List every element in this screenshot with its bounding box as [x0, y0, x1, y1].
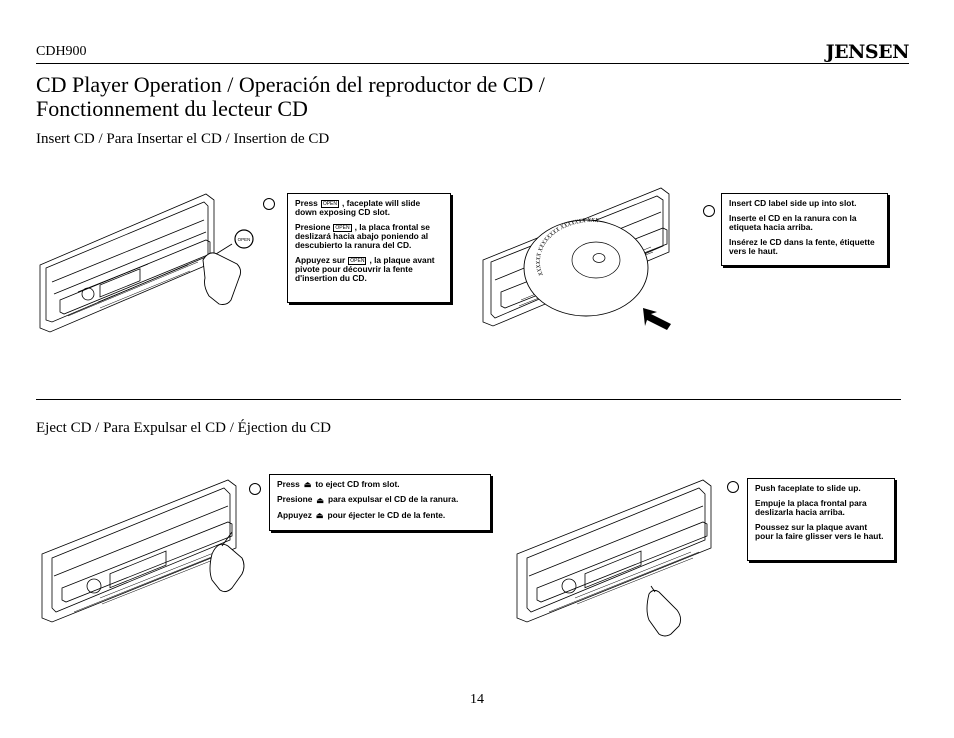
insert-step1-fr-post: , la plaque avant pivote pour découvrir …	[295, 255, 435, 283]
insert-step1-en-post: , faceplate will slide down exposing CD …	[295, 198, 421, 217]
eject-step1-es-post: para expulsar el CD de la ranura.	[327, 494, 459, 505]
eject-step2-en: Push faceplate to slide up.	[755, 483, 861, 493]
page-number: 14	[470, 692, 484, 707]
open-button-icon: OPEN	[234, 229, 254, 249]
eject-step1-fr-post: pour éjecter le CD de la fente.	[327, 509, 446, 520]
svg-text:OPEN: OPEN	[238, 237, 251, 242]
stereo-push-faceplate-illustration	[516, 479, 712, 637]
insert-step1-es-post: , la placa frontal se deslizará hacia ab…	[295, 222, 430, 250]
eject-icon: ⏏	[316, 495, 324, 505]
eject-step2-es: Empuje la placa frontal para deslizarla …	[755, 498, 867, 517]
cd-disc: XXXXXX XXXXXXXX XXXXXXX XXX	[523, 218, 649, 317]
step-2-marker-insert	[703, 205, 715, 217]
title-line-1: CD Player Operation / Operación del repr…	[36, 72, 545, 97]
eject-step1-instructions: Press⏏to eject CD from slot. Presione⏏pa…	[269, 474, 491, 531]
eject-step1-en-post: to eject CD from slot.	[315, 479, 400, 489]
eject-cd-heading: Eject CD / Para Expulsar el CD / Éjectio…	[36, 420, 331, 436]
stereo-faceplate-open-illustration: OPEN	[39, 193, 254, 333]
eject-step1-fr-pre: Appuyez	[277, 509, 312, 520]
eject-step2-fr: Poussez sur la plaque avant pour la fair…	[755, 522, 884, 541]
eject-step1-en-pre: Press	[277, 479, 300, 489]
brand-logo: JENSEN	[825, 41, 910, 63]
header-rule	[36, 63, 909, 64]
stereo-eject-illustration	[41, 479, 245, 623]
step-2-marker-eject	[727, 481, 739, 493]
title-line-2: Fonctionnement du lecteur CD	[36, 96, 308, 121]
step-1-marker-eject	[249, 483, 261, 495]
eject-step1-es-pre: Presione	[277, 494, 313, 505]
insert-cd-heading: Insert CD / Para Insertar el CD / Insert…	[36, 131, 330, 147]
insert-step2-en: Insert CD label side up into slot.	[729, 198, 857, 208]
step-1-marker-insert	[263, 198, 275, 210]
insert-step1-fr-pre: Appuyez sur	[295, 255, 346, 265]
insert-step1-es-pre: Presione	[295, 222, 331, 232]
section-divider	[36, 399, 901, 400]
page-title: CD Player Operation / Operación del repr…	[36, 73, 636, 121]
insert-direction-arrow-icon	[643, 308, 671, 330]
insert-step2-es: Inserte el CD en la ranura con la etique…	[729, 213, 857, 232]
model-number: CDH900	[36, 44, 87, 59]
eject-icon: ⏏	[303, 480, 312, 490]
eject-step2-instructions: Push faceplate to slide up. Empuje la pl…	[747, 478, 895, 561]
eject-icon: ⏏	[315, 510, 324, 520]
cd-insertion-illustration: XXXXXX XXXXXXXX XXXXXXX XXX	[482, 187, 671, 330]
insert-step2-fr: Insérez le CD dans la fente, étiquette v…	[729, 237, 875, 256]
insert-step2-instructions: Insert CD label side up into slot. Inser…	[721, 193, 888, 266]
insert-step1-en-pre: Press	[295, 198, 318, 208]
